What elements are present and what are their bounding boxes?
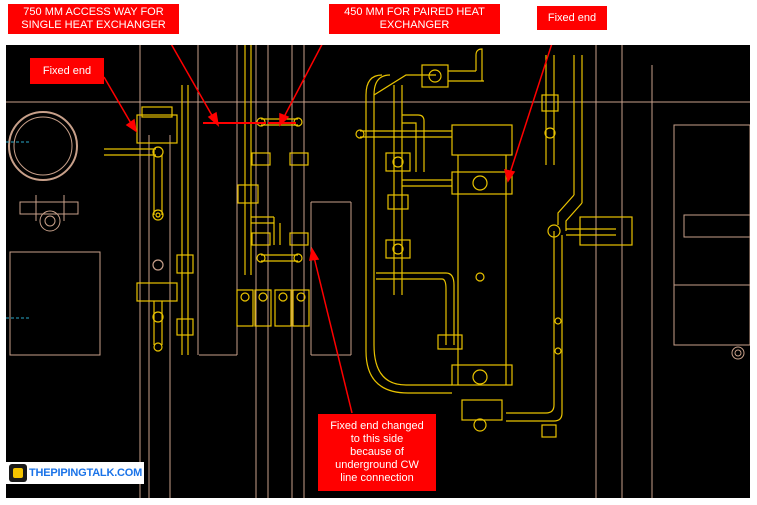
logo-mark-icon <box>9 464 27 482</box>
site-logo: THEPIPINGTALK.COM <box>6 462 144 484</box>
piping <box>104 45 633 438</box>
callout-450mm-paired-exchanger: 450 MM FOR PAIRED HEAT EXCHANGER <box>329 4 500 34</box>
reference-marks <box>6 141 30 319</box>
callout-750mm-access-way: 750 MM ACCESS WAY FOR SINGLE HEAT EXCHAN… <box>8 4 179 34</box>
logo-text: THEPIPINGTALK.COM <box>29 467 143 479</box>
callout-fixed-end-changed: Fixed end changed to this side because o… <box>318 414 436 491</box>
callout-fixed-end-left: Fixed end <box>30 58 104 84</box>
piping-plan-svg <box>6 45 750 498</box>
structure-lines <box>6 45 750 498</box>
callout-arrows <box>103 45 553 414</box>
callout-fixed-end-top: Fixed end <box>537 6 607 30</box>
